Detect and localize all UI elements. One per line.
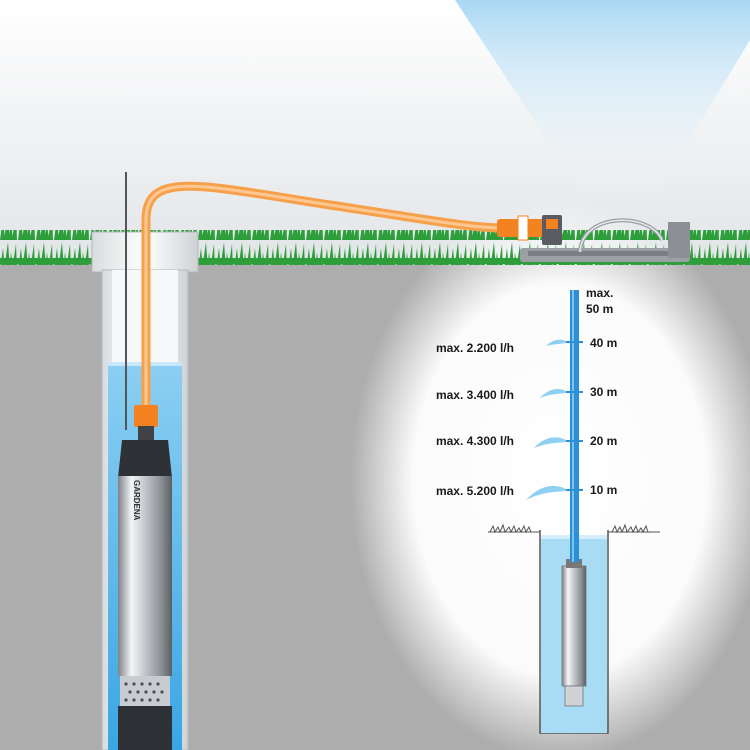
pump-head [118,440,172,478]
small-ground-grass [488,523,660,534]
depth-label-10m: 10 m [590,483,618,497]
depth-label-30m: 30 m [590,385,618,399]
pump-inlet-grille [124,682,164,702]
oscillating-sprinkler [497,215,690,262]
pump-brand-label: GARDENA [132,480,141,521]
flow-rate-label-10m: max. 5.200 l/h [435,484,514,498]
flow-rate-label-30m: max. 3.400 l/h [435,388,514,402]
depth-scale-panel [488,290,660,734]
flow-sprays [526,339,566,500]
riser-pipe [570,290,579,562]
flow-rate-label-20m: max. 4.300 l/h [435,434,514,448]
flow-rate-label-40m: max. 2.200 l/h [435,341,514,355]
depth-label-40m: 40 m [590,336,618,350]
scale-ticks [566,341,583,491]
scale-glow [350,200,750,750]
max-depth-label-line1: max. [586,286,614,300]
small-pump-body [561,565,587,687]
submersible-pump: GARDENA [118,405,172,750]
max-depth-label-line2: 50 m [586,302,614,316]
sprinkler-spray [455,0,750,205]
pump-connector [134,405,158,427]
depth-label-20m: 20 m [590,434,618,448]
